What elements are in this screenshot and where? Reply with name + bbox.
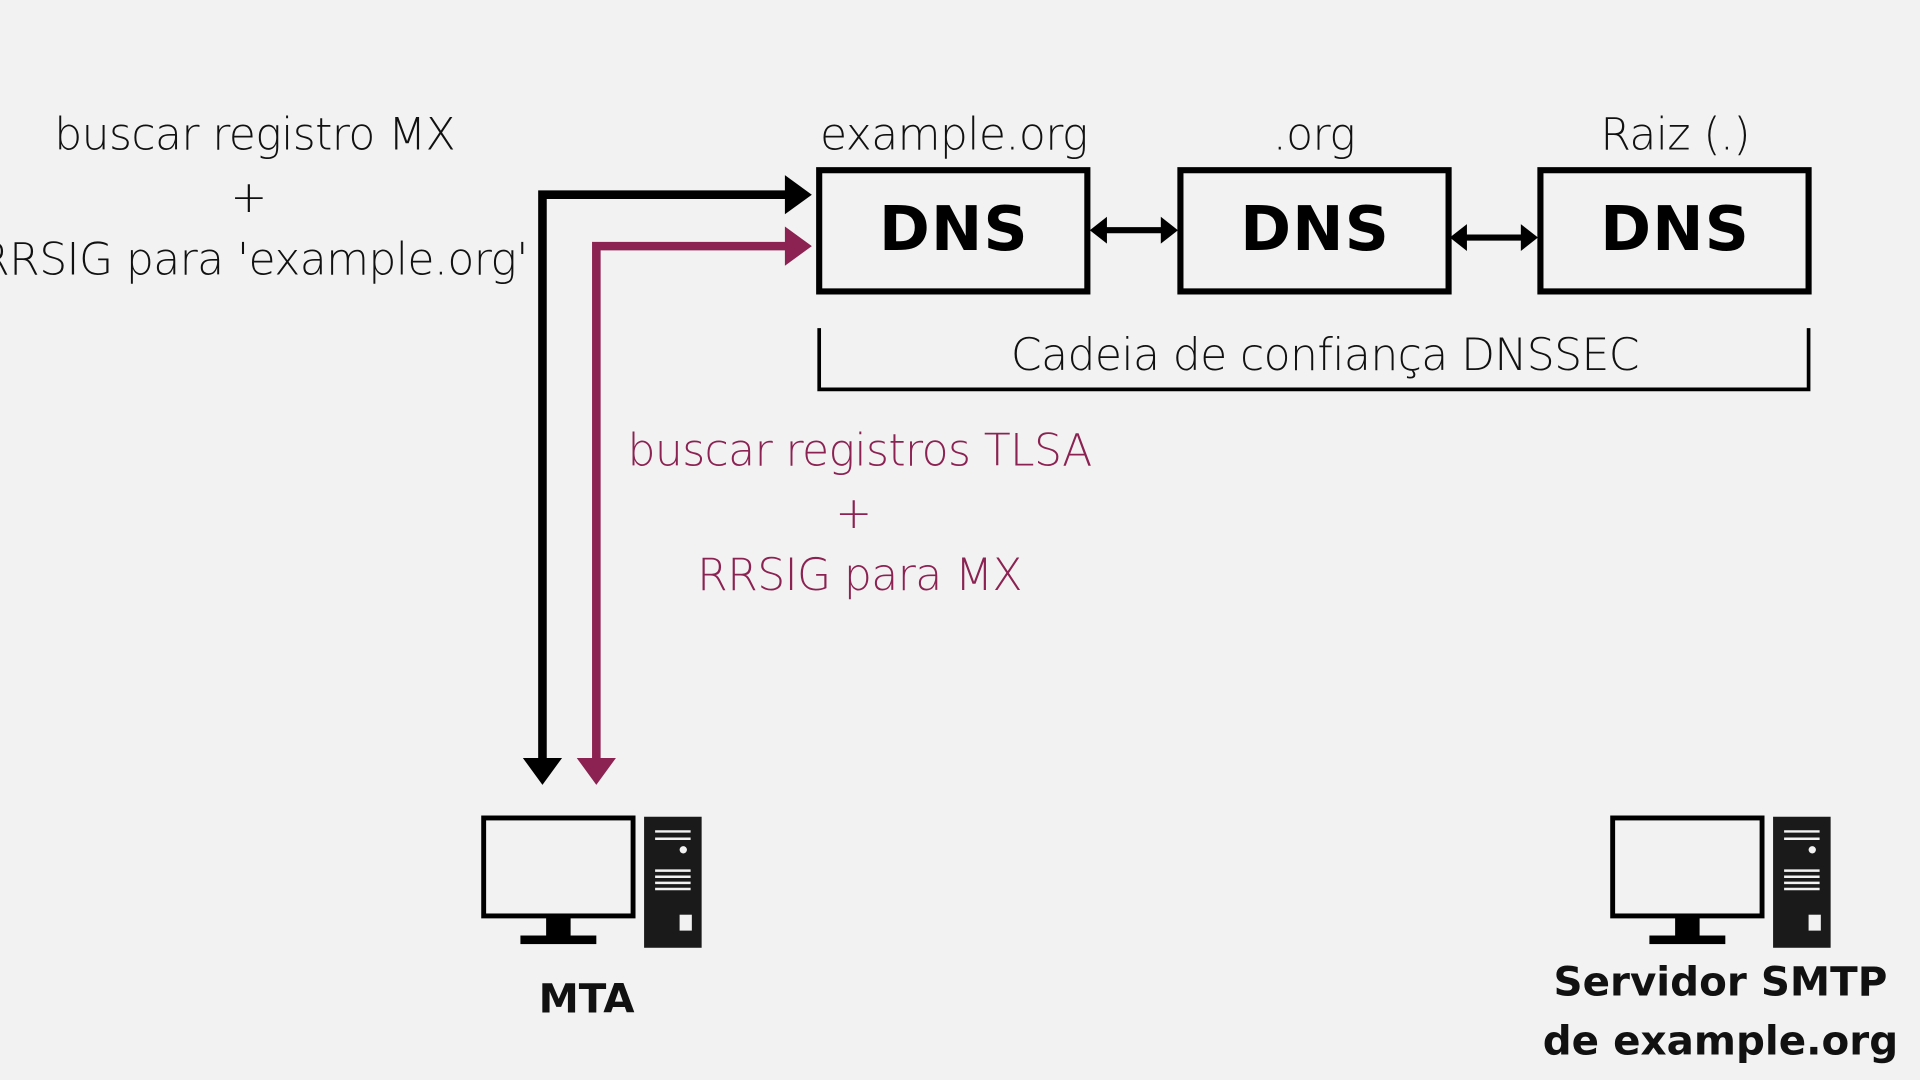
mta-label: MTA [538, 974, 635, 1023]
mx-query-plus: + [230, 172, 267, 223]
mx-query-line2: RRSIG para 'example.org' [0, 235, 528, 286]
dns-box-root [1537, 167, 1812, 295]
mx-query-line1: buscar registro MX [54, 110, 456, 161]
mx-query-arrow [522, 175, 812, 785]
smtp-label-line1: Servidor SMTP [1553, 957, 1888, 1006]
tlsa-query-line1: buscar registros TLSA [627, 426, 1092, 477]
dns-zone-example-org: example.org [819, 110, 1088, 161]
tlsa-query-plus: + [835, 488, 872, 539]
tlsa-query-arrow [576, 226, 812, 785]
dns-zone-org: .org [1272, 110, 1356, 161]
dns-label-org: DNS [1240, 193, 1391, 265]
double-arrow-1 [1089, 216, 1178, 244]
dns-label-example-org: DNS [878, 193, 1029, 265]
dns-label-root: DNS [1600, 193, 1751, 265]
double-arrow-2 [1449, 224, 1538, 252]
dns-zone-root: Raiz (.) [1600, 110, 1750, 161]
tlsa-query-line2: RRSIG para MX [697, 551, 1023, 602]
dns-box-example-org [816, 167, 1091, 295]
mta-computer-icon [481, 815, 702, 948]
chain-bracket [817, 328, 1811, 392]
smtp-label-line2: de example.org [1542, 1016, 1899, 1065]
smtp-computer-icon [1610, 815, 1831, 948]
chain-of-trust-label: Cadeia de confiança DNSSEC [1010, 330, 1640, 381]
dns-box-org [1177, 167, 1452, 295]
